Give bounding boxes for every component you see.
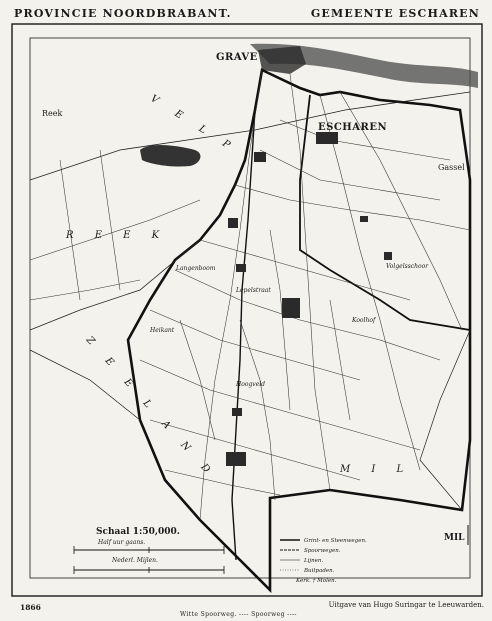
footer-year: 1866	[20, 603, 41, 612]
label-escharen: ESCHAREN	[318, 122, 387, 133]
label-mill: M I L	[339, 464, 412, 475]
scale-note: Half uur gaans.	[97, 539, 145, 546]
footer-publisher: Uitgave van Hugo Suringar te Leeuwarden.	[328, 601, 484, 609]
label-volgelsschoor: Volgelsschoor	[386, 263, 429, 270]
label-zeeland: Z E E L A N D	[83, 334, 218, 482]
legend-row-3: Lijnen.	[303, 558, 323, 564]
scale-note-2: Nederl. Mijlen.	[111, 557, 158, 564]
regional-boundary-mill	[419, 329, 471, 511]
label-langenboom: Langenboom	[175, 265, 216, 272]
label-hoogveld: Hoogveld	[235, 381, 265, 388]
province-title: PROVINCIE NOORDBRABANT.	[14, 7, 232, 20]
grave-town	[258, 46, 306, 74]
label-heikant: Heikant	[149, 327, 175, 334]
internal-boundary	[231, 109, 256, 561]
scale-title: Schaal 1:50,000.	[96, 527, 180, 537]
regional-boundary-top	[29, 91, 471, 181]
pond	[140, 145, 201, 167]
symbol-legend: Grint- en Steenwegen. Spoorwegen. Lijnen…	[280, 538, 367, 584]
footer-center: Witte Spoorweg. ---- Spoorweg ----	[180, 611, 297, 618]
municipality-boundary	[126, 68, 472, 594]
label-reek-region: R E E K	[65, 230, 168, 241]
river-maas	[250, 43, 478, 88]
legend-row-2: Spoorwegen.	[304, 548, 341, 554]
outer-frame	[11, 23, 483, 597]
settlements	[226, 132, 392, 466]
label-grave: GRAVE	[216, 52, 258, 63]
regional-boundary-west	[29, 239, 201, 331]
label-gassel: Gassel	[438, 163, 465, 172]
legend-row-5: Kerk. † Molen.	[295, 578, 337, 584]
scale-legend: Schaal 1:50,000. Half uur gaans. Nederl.…	[73, 527, 225, 574]
road-network	[29, 69, 471, 521]
regional-boundary-zeeland	[29, 349, 141, 421]
label-lepelstraat: Lepelstraat	[235, 287, 271, 294]
inner-frame	[29, 37, 471, 579]
label-koolhof: Koolhof	[351, 317, 377, 324]
legend-row-1: Grint- en Steenwegen.	[304, 538, 367, 544]
label-reek: Reek	[42, 109, 62, 118]
label-mill-corner: MIL	[444, 533, 465, 543]
inner-boundary	[299, 94, 471, 331]
legend-row-4: Buitpaden.	[303, 568, 335, 574]
municipality-title: GEMEENTE ESCHAREN	[310, 7, 480, 20]
